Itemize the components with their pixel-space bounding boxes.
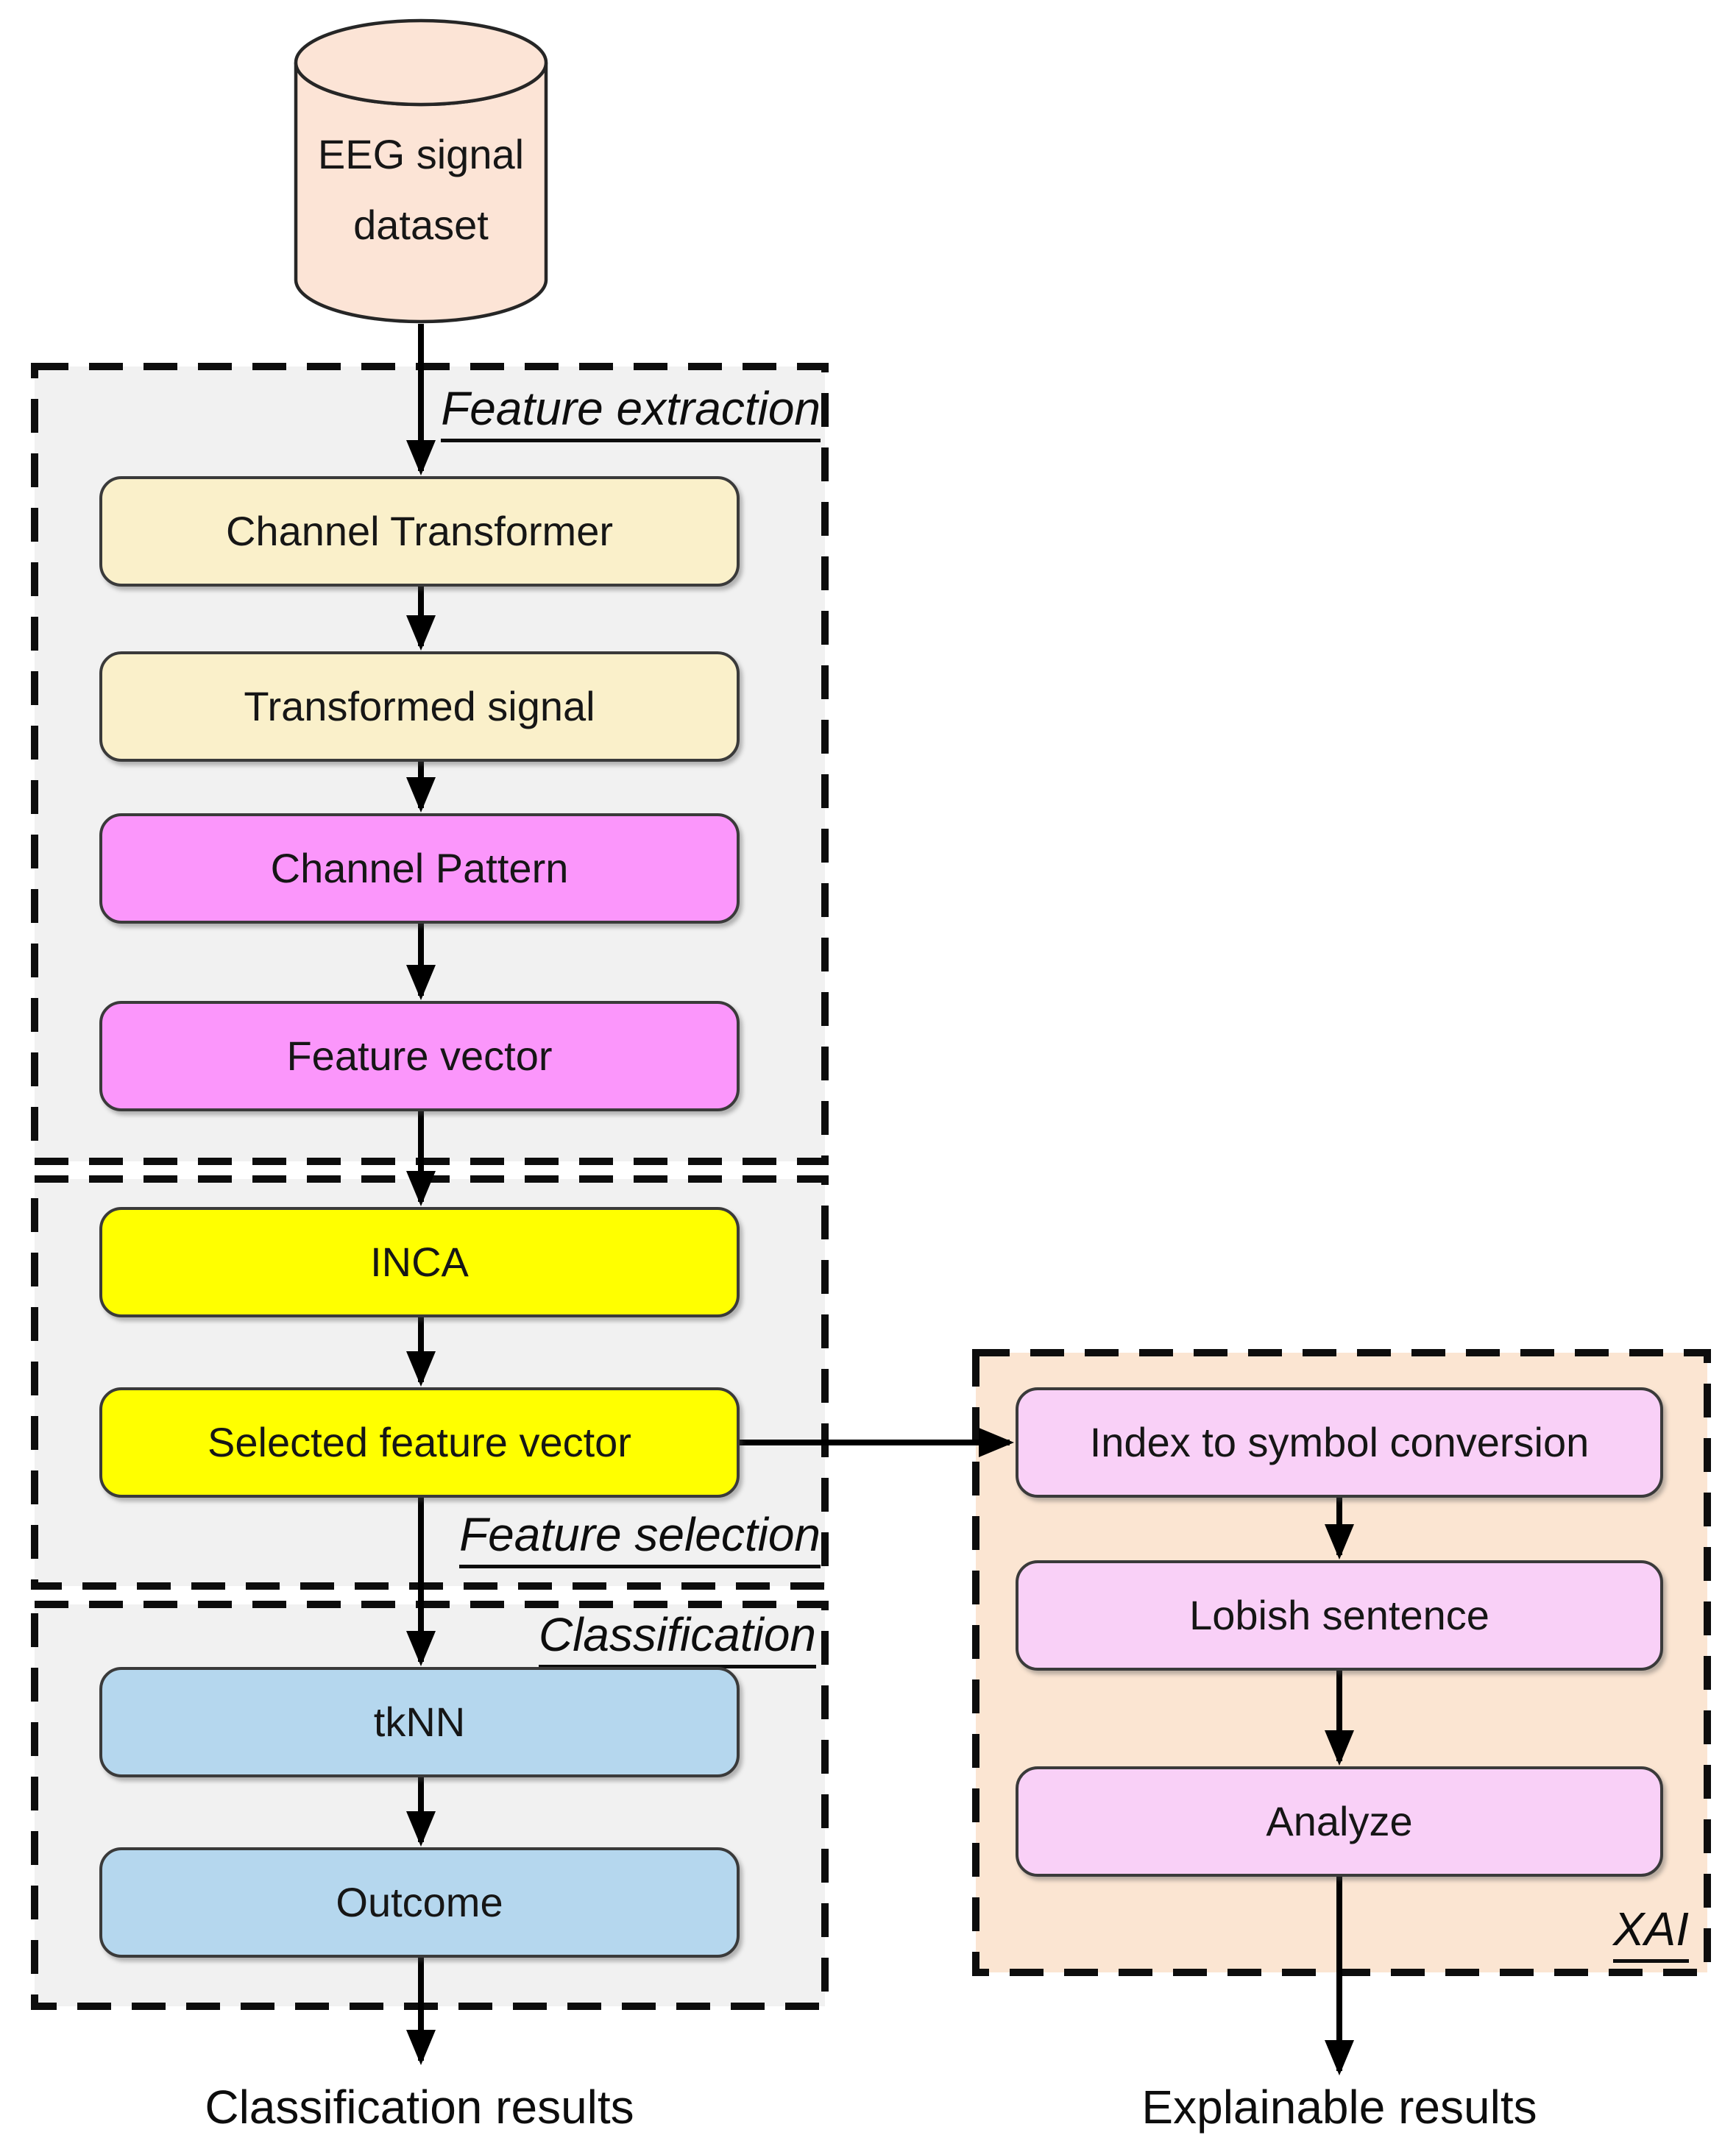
node-channel-pattern: Channel Pattern <box>99 813 740 924</box>
classification-results-wrap: Classification results <box>99 2080 740 2138</box>
xai-section-label: XAI <box>1612 1902 1689 1963</box>
node-analyze: Analyze <box>1016 1766 1663 1877</box>
explainable-results-wrap: Explainable results <box>1016 2080 1663 2138</box>
node-inca: INCA <box>99 1207 740 1317</box>
node-tknn: tkNN <box>99 1667 740 1777</box>
node-selected-feature-vector: Selected feature vector <box>99 1387 740 1498</box>
feature-selection-section-label: Feature selection <box>459 1507 821 1568</box>
node-channel-transformer: Channel Transformer <box>99 476 740 587</box>
node-transformed-signal: Transformed signal <box>99 651 740 762</box>
classification-results-label: Classification results <box>205 2080 634 2138</box>
explainable-results-label: Explainable results <box>1141 2080 1537 2138</box>
classification-section-label: Classification <box>538 1607 816 1668</box>
dataset-node-label: EEG signal dataset <box>317 131 525 248</box>
node-lobish-sentence: Lobish sentence <box>1016 1560 1663 1671</box>
database-cylinder-icon <box>294 18 548 324</box>
node-index-to-symbol-conversion: Index to symbol conversion <box>1016 1387 1663 1498</box>
node-outcome: Outcome <box>99 1847 740 1958</box>
feature-extraction-section-label: Feature extraction <box>441 381 821 442</box>
node-feature-vector: Feature vector <box>99 1001 740 1111</box>
